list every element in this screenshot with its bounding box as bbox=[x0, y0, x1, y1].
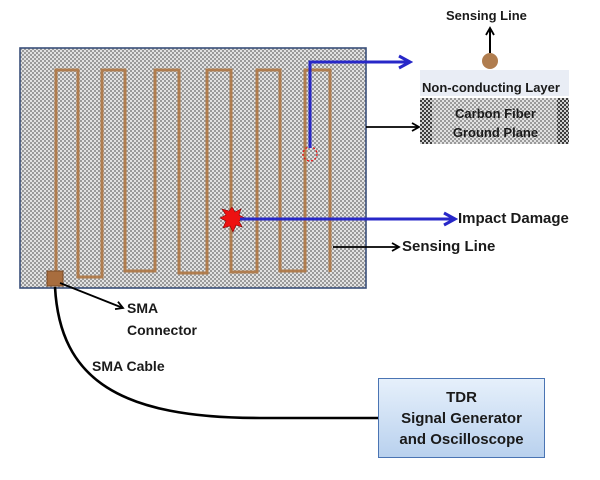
tdr-line2: Signal Generator bbox=[401, 409, 522, 427]
non-conducting-layer bbox=[420, 70, 569, 96]
ground-plane-left-edge bbox=[420, 98, 432, 144]
carbon-fiber-label-line1: Carbon Fiber bbox=[455, 106, 536, 121]
sma-connector-arrow bbox=[59, 282, 125, 311]
sma-connector-label-line2: Connector bbox=[127, 322, 197, 338]
non-conducting-layer-label: Non-conducting Layer bbox=[422, 80, 560, 95]
impact-damage-label: Impact Damage bbox=[458, 210, 569, 227]
carbon-fiber-label: Carbon Fiber Ground Plane bbox=[433, 104, 558, 142]
tdr-title: TDR bbox=[446, 388, 477, 406]
sensing-line-label: Sensing Line bbox=[402, 238, 496, 255]
carbon-fiber-label-line2: Ground Plane bbox=[452, 125, 539, 140]
impact-damage-icon bbox=[219, 206, 246, 233]
tdr-line3: and Oscilloscope bbox=[399, 430, 524, 448]
tdr-instrument-box: TDR Signal Generator and Oscilloscope bbox=[378, 378, 545, 458]
sma-cable-label: SMA Cable bbox=[92, 358, 165, 374]
serpentine-sensing-trace bbox=[54, 68, 332, 279]
sma-connector bbox=[46, 270, 64, 287]
sensing-line-cross-section-dot bbox=[482, 53, 498, 69]
composite-panel bbox=[19, 47, 367, 289]
sma-connector-label-line1: SMA bbox=[127, 300, 159, 316]
ground-plane-right-edge bbox=[557, 98, 569, 144]
cross-section-arrow bbox=[308, 62, 410, 148]
carbon-fiber-ground-plane bbox=[420, 98, 569, 144]
sma-connector-label: SMA Connector bbox=[127, 297, 197, 341]
sma-cable bbox=[53, 286, 378, 420]
sensing-line-top-label: Sensing Line bbox=[446, 8, 527, 23]
